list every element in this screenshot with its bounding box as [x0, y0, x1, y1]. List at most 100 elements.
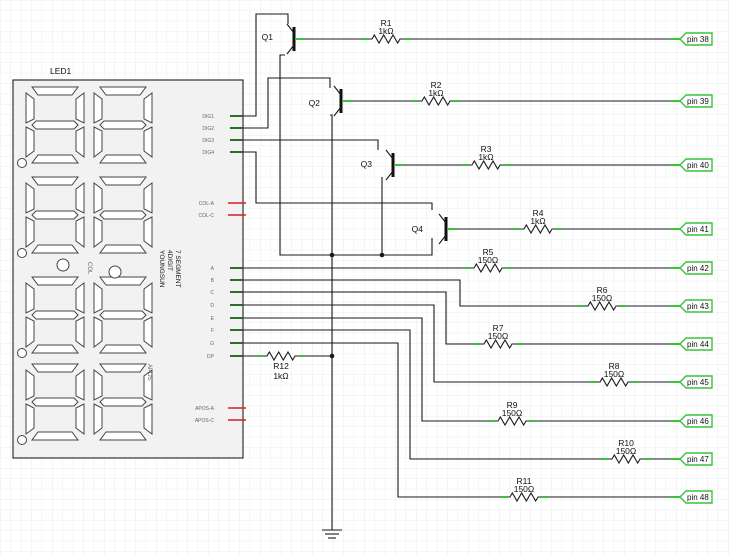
pin-flag-pin-40[interactable]: pin 40 [670, 158, 713, 172]
led-pin-apos-1-label: APOS-C [195, 418, 215, 424]
led-digit-cell [17, 276, 85, 358]
led-apos-text: APOS [146, 364, 152, 381]
pin-flag-label: pin 46 [687, 417, 709, 426]
led-pin-seg-f-label: F [211, 328, 214, 334]
resistors: R11kΩR21kΩR31kΩR41kΩR5150ΩR6150ΩR7150ΩR8… [257, 18, 650, 503]
resistor-name: R1 [381, 18, 392, 28]
led-pin-apos-0: APOS-A [195, 406, 246, 412]
colon-dot-upper [56, 258, 70, 272]
pin-flag-pin-45[interactable]: pin 45 [670, 375, 713, 389]
led-display-module[interactable]: LED1 7 SEGMENT 4DIGIT YOUNGSUN COL APOS [12, 66, 244, 459]
wires [230, 13, 680, 539]
pin-flag-label: pin 48 [687, 493, 709, 502]
led-digits [17, 86, 153, 445]
pin-flag-label: pin 41 [687, 225, 709, 234]
transistor-q4[interactable]: Q4 [412, 213, 456, 245]
resistor-value: 150Ω [478, 255, 499, 265]
resistor-value: 150Ω [502, 408, 523, 418]
led-pin-dig4-label: DIG4 [202, 150, 214, 156]
pin-flag-label: pin 45 [687, 378, 709, 387]
led-pin-apos-1: APOS-C [195, 418, 246, 424]
transistor-q3[interactable]: Q3 [361, 149, 403, 181]
resistor-value: 150Ω [592, 293, 613, 303]
led-part-line-1: 7 SEGMENT [174, 250, 181, 288]
resistor-name: R8 [609, 361, 620, 371]
resistor-value: 1kΩ [478, 152, 493, 162]
pin-flag-pin-43[interactable]: pin 43 [670, 299, 713, 313]
pin-flag-pin-47[interactable]: pin 47 [670, 452, 713, 466]
led-pin-dig3-label: DIG3 [202, 138, 214, 144]
led-digit-cell [93, 276, 153, 354]
resistor-name: R3 [481, 144, 492, 154]
led-pin-col-0: COL-A [199, 201, 246, 207]
pin-flag-pin-44[interactable]: pin 44 [670, 337, 713, 351]
pin-flag-label: pin 38 [687, 35, 709, 44]
transistor-q1[interactable]: Q1 [262, 23, 304, 55]
resistor-value: 150Ω [604, 369, 625, 379]
led-title: LED1 [50, 66, 72, 76]
resistor-value: 1kΩ [273, 371, 288, 381]
pin-flag-label: pin 40 [687, 161, 709, 170]
resistor-name: R5 [483, 247, 494, 257]
led-pin-seg-g-label: G [210, 341, 214, 347]
resistor-value: 1kΩ [378, 26, 393, 36]
pin-flag-label: pin 42 [687, 264, 709, 273]
resistor-name: R11 [517, 476, 532, 486]
led-pin-col-1-label: COL-C [198, 213, 214, 219]
led-pin-col-1: COL-C [198, 213, 246, 219]
led-digit-cell [93, 363, 153, 441]
resistor-name: R12 [273, 361, 289, 371]
pin-flag-pin-41[interactable]: pin 41 [670, 222, 713, 236]
pin-flags: pin 38 pin 39 pin 40 pin 41 pin 42 pin 43 pin … [670, 32, 713, 504]
transistor-q2[interactable]: Q2 [309, 85, 351, 117]
pin-flag-pin-48[interactable]: pin 48 [670, 490, 713, 504]
transistor-label: Q3 [361, 159, 373, 169]
led-pin-dig2-label: DIG2 [202, 126, 214, 132]
led-digit-cell [93, 176, 153, 254]
led-pin-seg-a-label: A [211, 266, 215, 272]
led-pin-seg-e-label: E [211, 316, 215, 322]
resistor-value: 1kΩ [530, 216, 545, 226]
transistor-label: Q1 [262, 32, 274, 42]
resistor-name: R2 [431, 80, 442, 90]
led-digit-cell [17, 176, 85, 258]
transistor-label: Q4 [412, 224, 424, 234]
led-body [12, 79, 244, 459]
resistor-value: 150Ω [488, 331, 509, 341]
resistor-name: R9 [507, 400, 518, 410]
resistor-name: R7 [493, 323, 504, 333]
led-digit-cell [93, 86, 153, 164]
led-col-text: COL [86, 262, 92, 275]
led-pin-seg-d-label: D [210, 303, 214, 309]
led-pin-apos-0-label: APOS-A [195, 406, 215, 412]
led-part-line-2: 4DIGIT [166, 250, 173, 271]
resistor-value: 150Ω [616, 446, 637, 456]
led-pin-seg-c-label: C [210, 290, 214, 296]
led-digit-cell [17, 363, 85, 445]
led-pin-seg-b-label: B [211, 278, 215, 284]
pin-flag-pin-39[interactable]: pin 39 [670, 94, 713, 108]
led-pin-col-0-label: COL-A [199, 201, 215, 207]
pin-flag-pin-46[interactable]: pin 46 [670, 414, 713, 428]
led-pin-seg-dp-label: DP [207, 354, 215, 360]
pin-flag-pin-42[interactable]: pin 42 [670, 261, 713, 275]
pin-flag-label: pin 44 [687, 340, 709, 349]
resistor-value: 150Ω [514, 484, 535, 494]
resistor-value: 1kΩ [428, 88, 443, 98]
pin-flag-pin-38[interactable]: pin 38 [670, 32, 713, 46]
pin-flag-label: pin 39 [687, 97, 709, 106]
